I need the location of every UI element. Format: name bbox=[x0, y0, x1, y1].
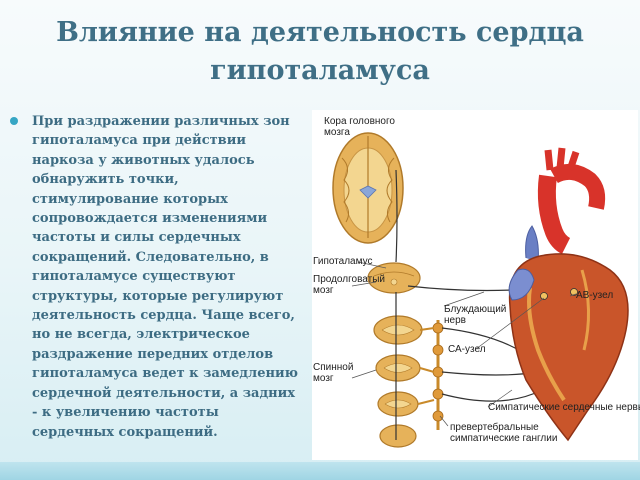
label-av-node: АВ-узел bbox=[576, 290, 614, 301]
slide-bottom-band bbox=[0, 462, 640, 480]
brain-section bbox=[332, 132, 404, 244]
label-medulla: Продолговатый мозг bbox=[313, 274, 385, 296]
bullet-line: сердечной деятельности, а задних bbox=[32, 385, 296, 401]
bullet-line: При раздражении различных зон bbox=[32, 114, 290, 129]
bullet-text: При раздражении различных зон гипоталаму… bbox=[32, 112, 310, 442]
bullet-line: структуры, которые регулируют bbox=[32, 288, 284, 304]
label-cortex: Кора головного мозга bbox=[324, 116, 395, 138]
bullet-line: сокращений. Следовательно, в bbox=[32, 249, 269, 265]
anatomy-diagram bbox=[332, 132, 629, 448]
bullet-line: наркоза у животных удалось bbox=[32, 152, 255, 168]
label-ganglia: превертебральные симпатические ганглии bbox=[450, 422, 558, 444]
label-hypothalamus: Гипоталамус bbox=[313, 256, 373, 267]
label-sa-node: СА-узел bbox=[448, 344, 486, 355]
bullet-line: деятельность сердца. Чаще всего, bbox=[32, 308, 295, 324]
bullet-line: обнаружить точки, bbox=[32, 172, 179, 188]
bullet-line: сердечных сокращений. bbox=[32, 424, 218, 440]
bullet-block: При раздражении различных зон гипоталаму… bbox=[10, 112, 310, 478]
label-leaders bbox=[351, 261, 577, 427]
sympathetic-ganglia bbox=[417, 320, 444, 430]
bullet-line: сопровождается изменениями bbox=[32, 211, 268, 227]
bullet-line: гипоталамусе существуют bbox=[32, 269, 236, 285]
title-line-1: Влияние на деятельность сердца bbox=[56, 17, 584, 48]
spinal-cord-sections bbox=[373, 315, 423, 448]
bullet-marker bbox=[10, 117, 18, 125]
heart bbox=[508, 147, 629, 442]
bullet-line: но не всегда, электрическое bbox=[32, 327, 250, 343]
slide-title: Влияние на деятельность сердца гипоталам… bbox=[20, 14, 620, 90]
bullet-line: стимулирование которых bbox=[32, 191, 228, 207]
bullet-line: частоты и силы сердечных bbox=[32, 230, 241, 246]
label-vagus-nerve: Блуждающий нерв bbox=[444, 304, 507, 326]
label-sympathetic-nerves: Симпатические сердечные нервы bbox=[488, 402, 640, 413]
label-spinal-cord: Спинной мозг bbox=[313, 362, 354, 384]
anatomy-figure: Кора головного мозга Гипоталамус Продолг… bbox=[312, 110, 640, 460]
medulla-section bbox=[367, 262, 421, 294]
bullet-line: гипоталамуса ведет к замедлению bbox=[32, 366, 298, 382]
bullet-line: - к увеличению частоты bbox=[32, 405, 219, 421]
bullet-line: гипоталамуса при действии bbox=[32, 133, 246, 149]
bullet-line: раздражение передних отделов bbox=[32, 346, 274, 362]
title-line-2: гипоталамуса bbox=[210, 55, 430, 86]
